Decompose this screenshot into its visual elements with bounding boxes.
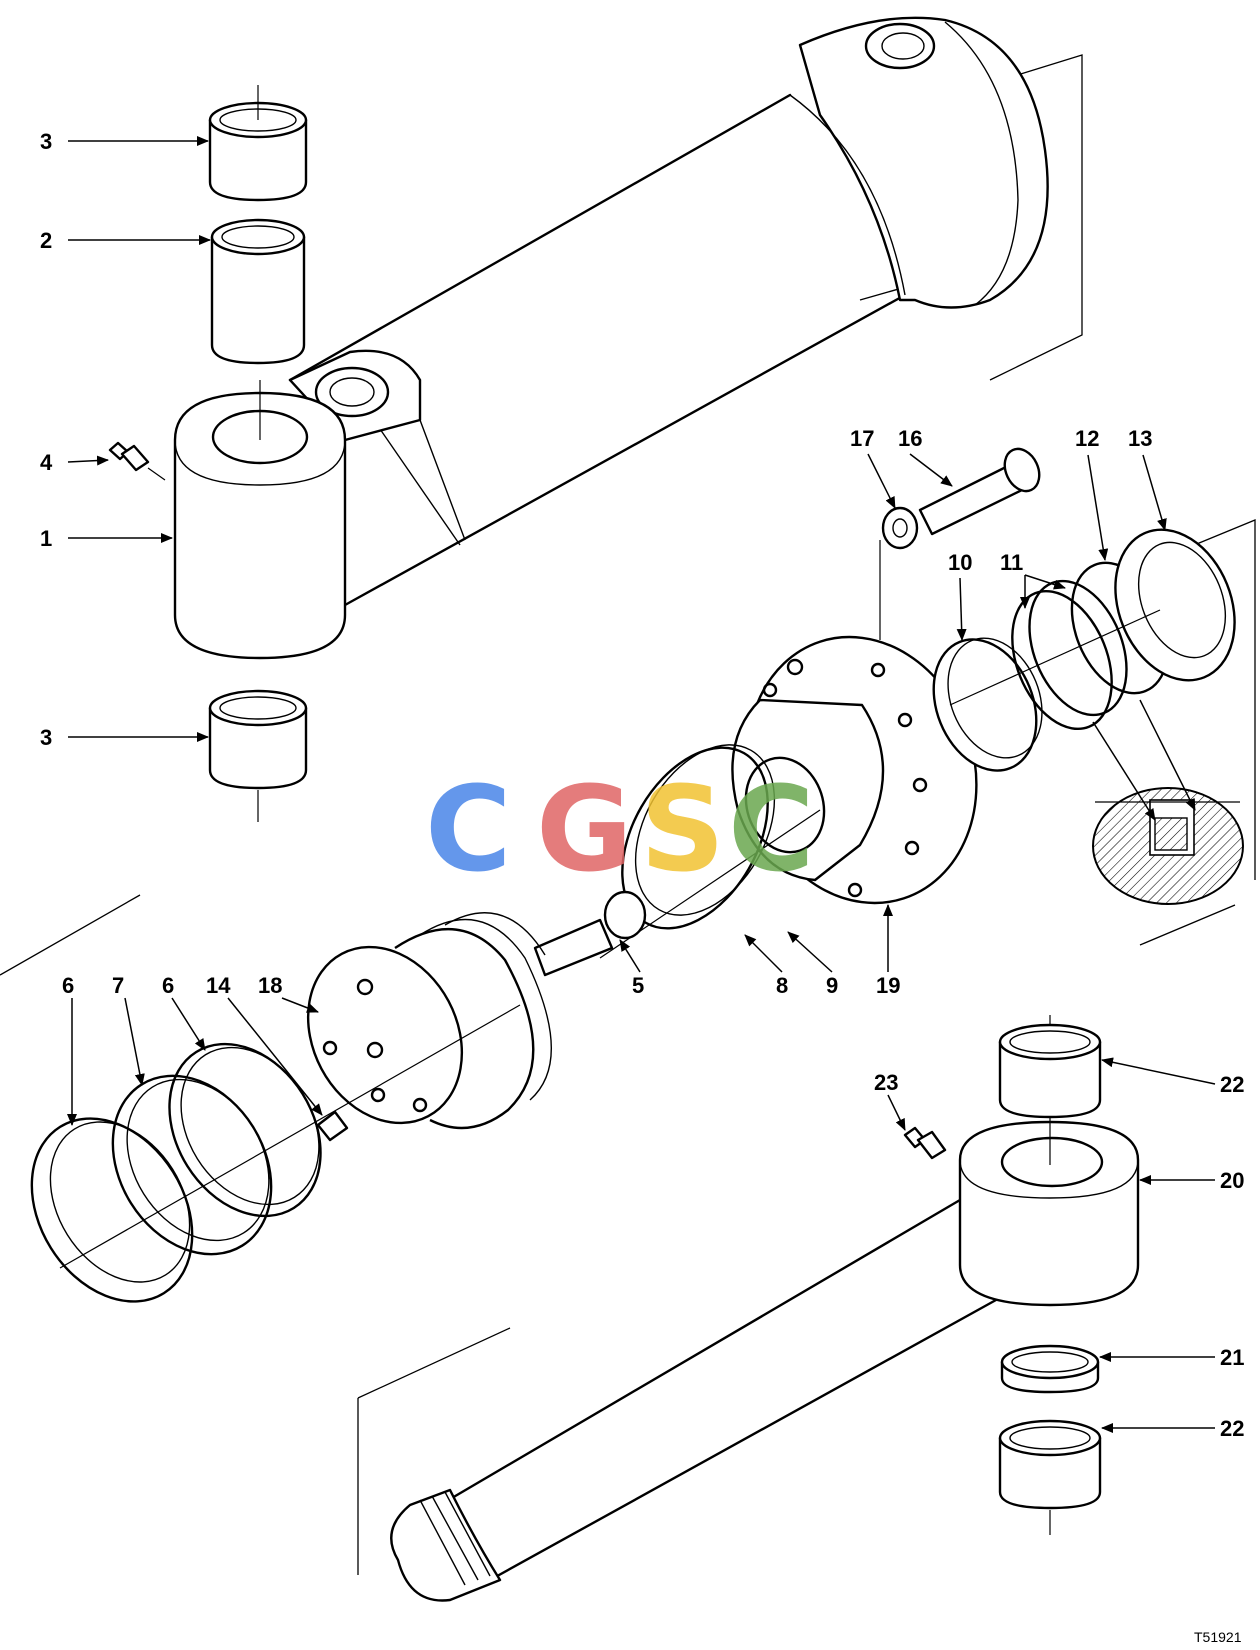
washer-17 [881,506,919,550]
callout-6-rear: 6 [162,973,174,998]
exploded-axis-lines [59,609,1161,1269]
grease-fitting-23 [903,1126,947,1160]
callout-23: 23 [874,1070,898,1095]
watermark-letter-2: G [536,760,633,898]
bolt-5 [533,890,647,977]
leader-lines [67,136,1216,1433]
callout-10: 10 [948,550,972,575]
setscrew-14 [316,1110,349,1142]
callout-12: 12 [1075,426,1099,451]
gland-19 [731,540,978,905]
callout-22-top: 22 [1220,1072,1244,1097]
callout-19: 19 [876,973,900,998]
wear-ring-10 [932,637,1043,772]
piston-18 [306,912,553,1130]
callout-3-bottom: 3 [40,725,52,750]
callout-9: 9 [826,973,838,998]
callout-18: 18 [258,973,282,998]
wiper-13 [1114,528,1236,682]
seal-detail-inset [1092,699,1244,905]
bushing-2 [210,218,306,365]
seal-8-9 [621,744,776,930]
piston-rod-20 [390,1015,1140,1602]
callout-22-bottom: 22 [1220,1416,1244,1441]
callout-13: 13 [1128,426,1152,451]
bushing-22-bottom [998,1419,1102,1535]
callout-16: 16 [898,426,922,451]
callout-11: 11 [1000,550,1023,575]
callout-1: 1 [40,526,52,551]
callout-5: 5 [632,973,644,998]
callout-6-front: 6 [62,973,74,998]
callout-17: 17 [850,426,874,451]
piston-ring-6-rear [168,1042,322,1218]
watermark-letter-1: C [425,760,512,898]
callout-20: 20 [1220,1168,1244,1193]
callout-3-top: 3 [40,129,52,154]
cylinder-barrel [173,16,1049,660]
callout-2: 2 [40,228,52,253]
watermark: C G S C [425,760,815,898]
callout-8: 8 [776,973,788,998]
watermark-letter-4: C [728,760,815,898]
piston-ring-6-front [30,1117,194,1303]
callout-21: 21 [1220,1345,1244,1370]
callout-7: 7 [112,973,124,998]
grease-fitting-4 [108,441,166,481]
callout-14: 14 [206,973,231,998]
callout-4: 4 [40,450,53,475]
bushing-3-bottom [208,689,308,822]
bushing-3-top [208,85,308,202]
figure-reference: T51921 [1194,1629,1242,1645]
watermark-letter-3: S [640,760,725,898]
capscrew-16 [918,447,1041,536]
ring-21 [1000,1344,1100,1394]
callout-labels: 3 2 4 1 3 17 16 12 13 10 11 5 8 9 19 6 7… [40,129,1244,1441]
bushing-22-top [998,1023,1102,1119]
